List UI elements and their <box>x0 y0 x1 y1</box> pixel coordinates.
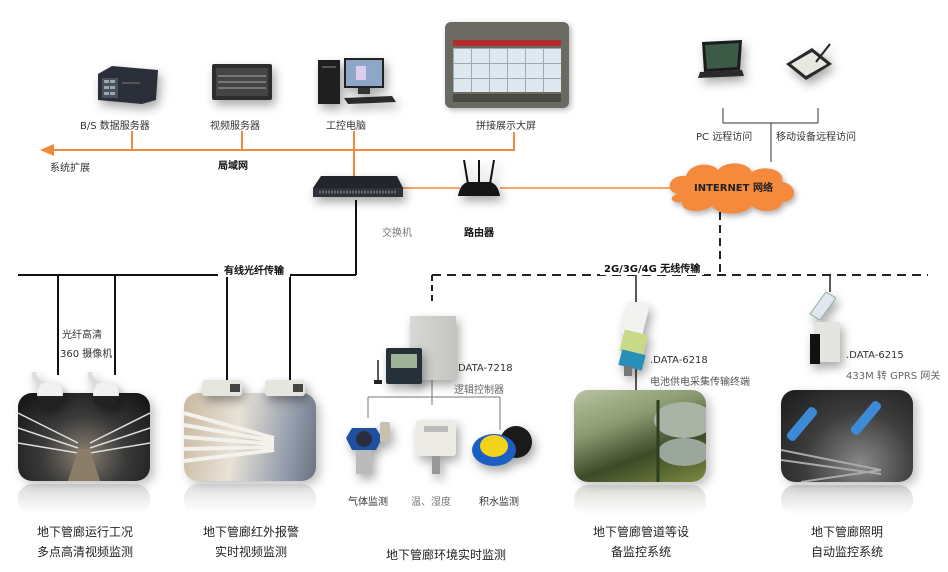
tunnel-photo-camera-reflection <box>18 484 150 514</box>
logic-controller-icon <box>386 348 422 384</box>
infrared-caption-line2: 实时视频监测 <box>214 545 287 559</box>
video-server-label: 视频服务器 <box>210 121 260 132</box>
extend-arrow-icon <box>40 144 54 156</box>
tunnel-photo-lighting-reflection <box>781 485 913 515</box>
dome-camera-icon <box>30 368 66 408</box>
gprs-gateway-icon <box>800 322 844 366</box>
wireless-router-icon <box>456 159 502 198</box>
sensor-label-temp-humidity: 温、湿度 <box>411 497 451 508</box>
video-wall-label: 拼接展示大屏 <box>476 121 536 132</box>
switch-label: 交换机 <box>382 228 412 239</box>
pipeline-caption-line2: 备监控系统 <box>610 545 671 559</box>
tunnel-photo-infrared <box>184 393 316 481</box>
pipeline-model-desc: 电池供电采集传输终端 <box>650 377 750 388</box>
internet-label: INTERNET 网络 <box>694 183 773 194</box>
bullet-camera-icon <box>202 378 246 400</box>
pipeline-caption: 地下管廊管道等设 备监控系统 <box>566 522 716 562</box>
env-model-desc: 逻辑控制器 <box>454 385 504 396</box>
pipeline-model-label: .DATA-6218 <box>650 355 708 366</box>
desktop-computer-icon <box>318 58 396 108</box>
bs-server-label: B/S 数据服务器 <box>80 121 150 132</box>
rack-server-icon <box>98 66 158 104</box>
lan-label: 局域网 <box>218 161 248 172</box>
lighting-caption: 地下管廊照明 自动监控系统 <box>772 522 922 562</box>
router-label: 路由器 <box>464 228 494 239</box>
environment-caption: 地下管廊环境实时监测 <box>385 548 506 562</box>
temp-humidity-sensor-icon <box>416 420 456 476</box>
pc-remote-label: PC 远程访问 <box>696 132 753 143</box>
pipeline-caption-line1: 地下管廊管道等设 <box>592 525 689 539</box>
tunnel-photo-infrared-reflection <box>184 484 316 514</box>
camera-type-label-2: 360 摄像机 <box>60 345 113 360</box>
antenna-icon <box>374 360 382 384</box>
ipc-label: 工控电脑 <box>326 121 366 132</box>
data-terminal-icon <box>618 300 652 380</box>
video-wall-icon <box>445 22 569 108</box>
sensor-label-gas: 气体监测 <box>348 497 388 508</box>
internet-cloud-icon <box>669 163 794 214</box>
lighting-model-desc: 433M 转 GPRS 网关 <box>846 371 941 382</box>
infrared-caption: 地下管廊红外报警 实时视频监测 <box>176 522 326 562</box>
tunnel-photo-lighting <box>781 390 913 482</box>
bullet-camera-icon <box>265 378 309 400</box>
dome-camera-icon <box>86 368 122 408</box>
network-switch-icon <box>313 176 403 198</box>
infrared-caption-line1: 地下管廊红外报警 <box>202 525 299 539</box>
wired-transport-label: 有线光纤传输 <box>218 262 290 277</box>
lighting-caption-line1: 地下管廊照明 <box>810 525 883 539</box>
camera-caption: 地下管廊运行工况 多点高清视频监测 <box>10 522 160 562</box>
mobile-remote-label: 移动设备远程访问 <box>776 132 856 143</box>
lighting-model-label: .DATA-6215 <box>846 350 904 361</box>
camera-type-label-1: 光纤高清 <box>62 326 102 341</box>
lighting-caption-line2: 自动监控系统 <box>810 545 883 559</box>
gas-detector-icon <box>346 418 392 476</box>
pc-monitor-icon <box>698 40 744 80</box>
wireless-transport-label: 2G/3G/4G 无线传输 <box>600 260 705 275</box>
tablet-icon <box>786 42 832 80</box>
env-model-label: DATA-7218 <box>458 363 513 374</box>
camera-caption-line1: 地下管廊运行工况 <box>36 525 133 539</box>
solar-panel-icon <box>806 290 837 321</box>
tunnel-photo-pipeline-reflection <box>574 485 706 515</box>
sensor-label-water: 积水监测 <box>479 497 519 508</box>
tunnel-photo-pipeline <box>574 390 706 482</box>
water-level-float-icon <box>472 424 532 468</box>
camera-caption-line2: 多点高清视频监测 <box>36 545 133 559</box>
tunnel-photo-camera <box>18 393 150 481</box>
extend-label: 系统扩展 <box>50 163 90 174</box>
video-server-icon <box>212 62 272 102</box>
